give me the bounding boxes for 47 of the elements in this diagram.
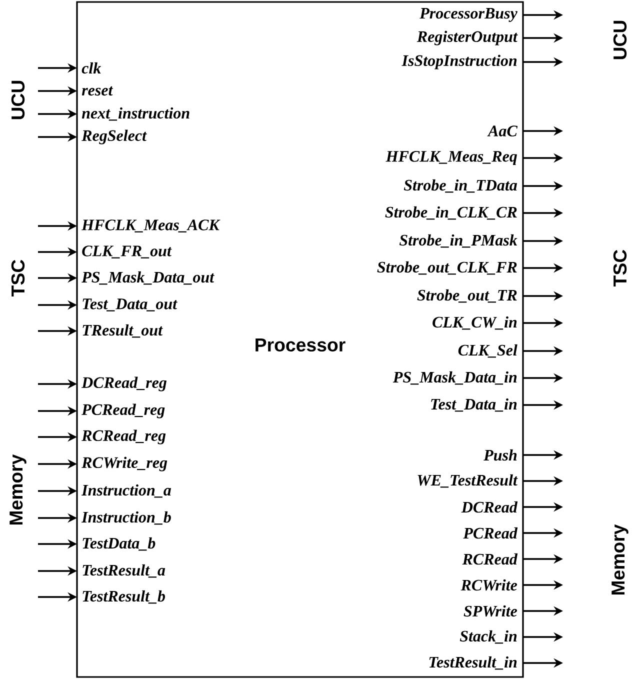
group-label: Memory — [612, 524, 628, 595]
pin-label: CLK_CW_in — [432, 316, 517, 330]
pin-label: HFCLK_Meas_ACK — [81, 220, 220, 232]
pin-label: RegisterOutput — [416, 30, 518, 46]
pin-label: next_instruction — [82, 107, 190, 121]
pin-label: TestResult_a — [82, 564, 166, 578]
pin-label: RCRead_reg — [82, 430, 166, 444]
pin-label: RCWrite — [460, 579, 518, 591]
pin-label: Stack_in — [460, 630, 517, 644]
pin-label: DCRead_reg — [81, 376, 166, 392]
pin-label: CLK_FR_out — [82, 246, 172, 258]
group-label: Memory — [10, 454, 26, 525]
pin-label: PCRead_reg — [82, 404, 165, 418]
pin-label: CLK_Sel — [458, 344, 518, 358]
pin-label: Test_Data_out — [82, 298, 178, 312]
group-label: TSC — [613, 250, 627, 286]
pin-label: IsStopInstruction — [402, 54, 517, 70]
pin-label: TestData_b — [82, 537, 156, 551]
pin-label: Strobe_out_CLK_FR — [377, 261, 517, 275]
pin-label: Push — [484, 449, 517, 461]
pin-label: clk — [82, 62, 102, 74]
pin-label: Strobe_out_TR — [417, 289, 517, 303]
pin-label: Strobe_in_CLK_CR — [385, 206, 517, 220]
pin-label: RegSelect — [82, 130, 147, 144]
group-label: TSC — [11, 260, 25, 296]
pin-label: WE_TestResult — [418, 474, 518, 488]
group-label: UCU — [11, 80, 25, 120]
pin-label: ProcessorBusy — [420, 8, 518, 22]
pin-label: PCRead — [463, 527, 518, 539]
pin-label: RCRead — [462, 553, 518, 565]
pin-label: PS_Mask_Data_in — [392, 371, 517, 385]
pin-label: Strobe_in_TData — [404, 179, 517, 193]
pin-label: Instruction_b — [81, 511, 171, 525]
pin-label: reset — [82, 86, 114, 96]
pin-label: Instruction_a — [81, 484, 172, 498]
pin-label: SPWrite — [464, 605, 518, 617]
group-label: UCU — [613, 20, 627, 60]
pin-label: RCWrite_reg — [82, 456, 168, 472]
pin-label: PS_Mask_Data_out — [82, 271, 214, 285]
pin-label: TestResult_b — [82, 590, 166, 604]
pin-label: DCRead — [461, 501, 518, 513]
pin-label: TestResult_in — [429, 656, 517, 670]
pin-label: Test_Data_in — [431, 398, 517, 412]
pin-label: HFCLK_Meas_Req — [386, 151, 517, 165]
pin-label: TResult_out — [82, 324, 163, 338]
pin-label: Strobe_in_PMask — [399, 234, 518, 248]
pin-label: AaC — [487, 126, 518, 136]
